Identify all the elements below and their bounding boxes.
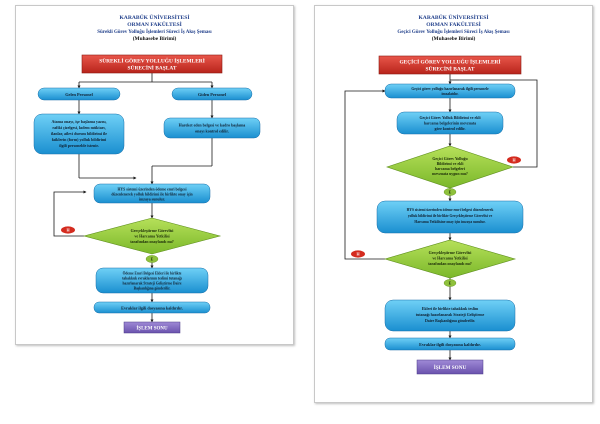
compliance-decision: Geçici Görev Yolluğu Bildirimi ve ekli h… (386, 145, 514, 189)
svg-text:imzalatılır.: imzalatılır. (442, 92, 459, 96)
unit-title: (Muhasebe Birimi) (431, 36, 476, 42)
start-line-1: SÜREKLİ GÖREV YOLLUĞU İŞLEMLERİ (99, 57, 205, 65)
svg-text:tahakkuk evraklarının teslimi: tahakkuk evraklarının teslimi tutanağı (122, 277, 182, 281)
process-title: Sürekli Görev Yolluğu İşlemleri Süreci İ… (97, 30, 212, 35)
no-badge: H (61, 226, 75, 234)
svg-text:Geçici görev yolluğu hazırlana: Geçici görev yolluğu hazırlanarak ilgili… (411, 87, 489, 91)
svg-text:Ekleri ile birlikte tahakkuk t: Ekleri ile birlikte tahakkuk teslim (422, 307, 479, 311)
svg-text:Başkanlığına gönderilir.: Başkanlığına gönderilir. (134, 287, 171, 291)
svg-text:Geçici Görev Yolluğu: Geçici Görev Yolluğu (432, 157, 468, 161)
svg-text:faiklerin (form) yolluk bildir: faiklerin (form) yolluk bildirimi (52, 137, 107, 142)
left-flowchart: SÜREKLİ GÖREV YOLLUĞU İŞLEMLERİ SÜRECİNİ… (33, 54, 261, 334)
faculty-title: ORMAN FAKÜLTESİ (426, 22, 481, 28)
hys-payment-box: HYS sistemi üzerinden ödeme emri belgesi… (376, 200, 524, 234)
branch-incoming-label: Gelen Personel (65, 92, 93, 97)
svg-text:göre kontrol edilir.: göre kontrol edilir. (435, 127, 466, 131)
svg-text:tarafından onaylandı mı?: tarafından onaylandı mı? (130, 239, 174, 244)
svg-text:HYS sistemi üzerinden ödeme em: HYS sistemi üzerinden ödeme emri belgesi (117, 188, 186, 192)
svg-text:ilgili personelde istenir.: ilgili personelde istenir. (59, 143, 99, 148)
svg-text:Bildirimi ve ekli: Bildirimi ve ekli (437, 162, 465, 166)
archive-box: Evraklar ilgili dosyasına kaldırılır. (93, 301, 211, 314)
svg-text:düzenlenerek yolluk bildirimi: düzenlenerek yolluk bildirimi ile birlik… (111, 193, 193, 197)
svg-text:E: E (449, 281, 452, 286)
no-badge-2: H (351, 250, 365, 258)
approval-decision: Gerçekleştirme Görevlisi ve Harcama Yetk… (82, 217, 222, 255)
check-documents-box: Geçici Görev Yolluk Bildirimi ve ekli ha… (396, 111, 504, 135)
svg-text:imzaya sunulur.: imzaya sunulur. (139, 198, 165, 202)
svg-text:ve Harcama Yetkilisi: ve Harcama Yetkilisi (134, 234, 170, 239)
svg-text:Atama onayı, işe başlama yazıs: Atama onayı, işe başlama yazısı, (51, 119, 106, 124)
unit-title: (Muhasebe Birimi) (132, 36, 177, 42)
approval-decision: Gerçekleştirme Görevlisi ve Harcama Yetk… (383, 239, 517, 279)
start-line-2: SÜRECİNİ BAŞLAT (128, 65, 177, 72)
university-title: KARABÜK ÜNİVERSİTESİ (418, 15, 489, 21)
svg-text:Evraklar ilgili dosyasına kald: Evraklar ilgili dosyasına kaldırılır. (121, 305, 183, 310)
hys-payment-box: HYS sistemi üzerinden ödeme emri belgesi… (93, 183, 211, 204)
svg-text:İŞLEM SONU: İŞLEM SONU (434, 364, 467, 371)
archive-box: Evraklar ilgili dosyasına kaldırılır. (384, 337, 516, 351)
svg-text:mevzuata uygun mu?: mevzuata uygun mu? (432, 172, 468, 176)
svg-text:onayı kontrol edilir.: onayı kontrol edilir. (195, 129, 229, 134)
no-badge-1: H (507, 156, 521, 164)
end-box: İŞLEM SONU (123, 321, 181, 334)
start-box: GEÇİCİ GÖREV YOLLUĞU İŞLEMLERİ SÜRECİNİ … (378, 55, 522, 75)
left-header: KARABÜK ÜNİVERSİTESİ ORMAN FAKÜLTESİ Sür… (16, 15, 293, 43)
svg-text:tarafından onaylandı mı?: tarafından onaylandı mı? (428, 261, 472, 266)
svg-text:Evraklar ilgili dosyasına kald: Evraklar ilgili dosyasına kaldırılır. (419, 342, 481, 347)
right-connectors (344, 74, 538, 361)
branch-outgoing-label: Giden Personel (198, 92, 227, 97)
svg-text:harcama belgelerinin mevzuata: harcama belgelerinin mevzuata (424, 122, 476, 126)
svg-text:H: H (512, 158, 516, 163)
yes-badge-1: E (443, 188, 457, 196)
svg-text:Daire Başkanlığına gönderilir.: Daire Başkanlığına gönderilir. (425, 319, 475, 323)
svg-text:E: E (449, 190, 452, 195)
yes-badge-2: E (443, 279, 457, 287)
right-header: KARABÜK ÜNİVERSİTESİ ORMAN FAKÜLTESİ Geç… (315, 15, 592, 43)
svg-text:Ödeme Emri Belgesi Ekleri ile: Ödeme Emri Belgesi Ekleri ile birlikte (123, 271, 182, 276)
svg-text:H: H (356, 252, 360, 257)
svg-text:Geçici Görev Yolluk Bildirimi: Geçici Görev Yolluk Bildirimi ve ekli (419, 116, 481, 120)
svg-text:HYS sistemi üzerinden ödeme em: HYS sistemi üzerinden ödeme emri belgesi… (407, 208, 494, 212)
svg-text:Gerçekleştirme Görevlisi: Gerçekleştirme Görevlisi (131, 228, 175, 233)
svg-text:H: H (66, 228, 70, 233)
svg-text:E: E (151, 257, 154, 262)
yes-badge: E (145, 255, 159, 263)
university-title: KARABÜK ÜNİVERSİTESİ (119, 15, 190, 21)
svg-text:İŞLEM SONU: İŞLEM SONU (136, 326, 168, 332)
svg-text:Gerçekleştirme Görevlisi: Gerçekleştirme Görevlisi (429, 250, 473, 255)
faculty-title: ORMAN FAKÜLTESİ (127, 22, 182, 28)
right-page: KARABÜK ÜNİVERSİTESİ ORMAN FAKÜLTESİ Geç… (314, 5, 593, 403)
svg-text:yolluk bildirimi ile birlikte: yolluk bildirimi ile birlikte Gerçekleşt… (408, 214, 493, 218)
process-title: Geçici Görev Yolluğu İşlemleri Süreci İş… (397, 30, 510, 35)
send-to-strategy-box: Ödeme Emri Belgesi Ekleri ile birlikte t… (95, 267, 209, 294)
branch-incoming: Gelen Personel (37, 87, 121, 101)
send-to-strategy-box: Ekleri ile birlikte tahakkuk teslim tuta… (384, 299, 516, 332)
svg-text:ve Harcama Yetkilisi: ve Harcama Yetkilisi (432, 256, 468, 261)
svg-text:GEÇİCİ GÖREV YOLLUĞU İŞLEMLERİ: GEÇİCİ GÖREV YOLLUĞU İŞLEMLERİ (399, 58, 500, 66)
start-box: SÜREKLİ GÖREV YOLLUĞU İŞLEMLERİ SÜRECİNİ… (81, 54, 223, 74)
right-flowchart: GEÇİCİ GÖREV YOLLUĞU İŞLEMLERİ SÜRECİNİ … (344, 55, 538, 375)
left-page: KARABÜK ÜNİVERSİTESİ ORMAN FAKÜLTESİ Sür… (15, 5, 294, 345)
svg-text:harcama belgeleri: harcama belgeleri (435, 167, 466, 171)
svg-text:Harcama Yetkilisine onay için: Harcama Yetkilisine onay için imzaya sun… (414, 220, 485, 224)
end-box: İŞLEM SONU (416, 359, 484, 375)
svg-text:SÜRECİNİ BAŞLAT: SÜRECİNİ BAŞLAT (426, 66, 475, 73)
svg-text:ilanlar, ailevi durum bildirim: ilanlar, ailevi durum bildirimi ile (51, 131, 107, 136)
incoming-docs-box: Atama onayı, işe başlama yazısı, rafiki … (33, 113, 125, 155)
branch-outgoing: Giden Personel (171, 87, 253, 101)
svg-text:Hareket eden belgesi ve kadro: Hareket eden belgesi ve kadro başlama (179, 123, 246, 128)
svg-text:rafiki çizelgesi, kıdem müktar: rafiki çizelgesi, kıdem müktarı, (52, 125, 105, 130)
outgoing-docs-box: Hareket eden belgesi ve kadro başlama on… (163, 117, 261, 139)
svg-text:hazırlanarak Strateji Geliştir: hazırlanarak Strateji Geliştirme Daire (123, 282, 182, 286)
svg-text:tutanağı hazırlanarak Strateji: tutanağı hazırlanarak Strateji Geliştirm… (416, 313, 485, 317)
prepare-allowance-box: Geçici görev yolluğu hazırlanarak ilgili… (384, 83, 516, 99)
